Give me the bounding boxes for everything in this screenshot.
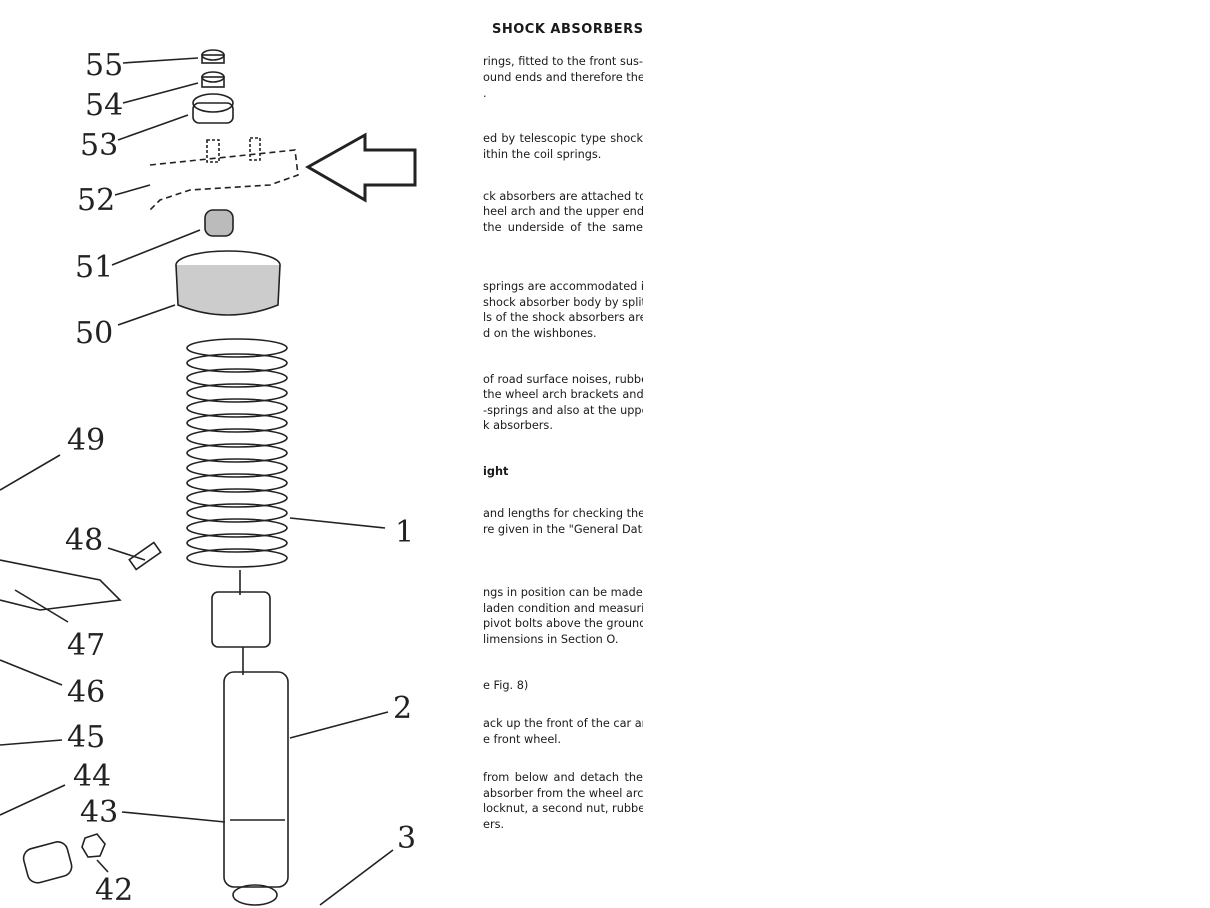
text-line: from below and detach the <box>483 771 643 784</box>
part-label: 48 <box>65 523 103 558</box>
part-label: 42 <box>95 873 133 908</box>
part-label: 51 <box>75 250 113 285</box>
text-line: ight <box>483 465 509 478</box>
text-line: and lengths for checking the <box>483 507 643 520</box>
text-line: ck absorbers are attached to <box>483 190 643 203</box>
spring-coil <box>186 443 288 463</box>
part-label: 43 <box>80 795 118 830</box>
text-line: e Fig. 8) <box>483 679 529 692</box>
part-label: 54 <box>85 88 123 123</box>
part-label: 49 <box>67 423 105 458</box>
spring-coil <box>186 548 288 568</box>
part-label: 55 <box>85 48 123 83</box>
text-line: ls of the shock absorbers are <box>483 311 643 324</box>
text-line: laden condition and measuring <box>483 602 643 615</box>
text-line: ack up the front of the car and <box>483 717 643 730</box>
spring-coil <box>186 368 288 388</box>
spring-coil <box>186 398 288 418</box>
spring-coil <box>186 353 288 373</box>
text-line: ound ends and therefore they <box>483 71 643 84</box>
text-line: the underside of the same <box>483 221 643 234</box>
text-line: ed by telescopic type shock <box>483 132 643 145</box>
text-line: heel arch and the upper ends <box>483 205 643 218</box>
text-line: pivot bolts above the ground. <box>483 617 643 630</box>
text-line: absorber from the wheel arch <box>483 787 643 800</box>
part-label: 47 <box>67 628 105 663</box>
text-line: ers. <box>483 818 505 831</box>
spring-coil <box>186 413 288 433</box>
part-label: 46 <box>67 675 105 710</box>
text-line: -springs and also at the upper <box>483 404 643 417</box>
text-line: locknut, a second nut, rubber <box>483 802 643 815</box>
section-title: SHOCK ABSORBERS <box>492 22 644 37</box>
text-line: d on the wishbones. <box>483 327 597 340</box>
spring-coil <box>186 383 288 403</box>
text-line: shock absorber body by split <box>483 296 643 309</box>
part-label: 52 <box>77 183 115 218</box>
spring-coil <box>186 473 288 493</box>
text-line: rings, fitted to the front sus- <box>483 55 643 68</box>
text-line: k absorbers. <box>483 419 553 432</box>
part-label: 45 <box>67 720 105 755</box>
spring-coil <box>186 488 288 508</box>
spring-coil <box>186 503 288 523</box>
part-label: 1 <box>395 515 414 550</box>
text-line: . <box>483 87 487 100</box>
text-line: the wheel arch brackets and <box>483 388 643 401</box>
part-label: 3 <box>397 821 416 856</box>
text-line: ngs in position can be made by <box>483 586 643 599</box>
spring-coil <box>186 338 288 358</box>
part-label: 2 <box>393 691 412 726</box>
text-line: of road surface noises, rubber <box>483 373 643 386</box>
text-line: limensions in Section O. <box>483 633 619 646</box>
spring-coil <box>186 518 288 538</box>
text-line: springs are accommodated in <box>483 280 643 293</box>
part-label: 53 <box>80 128 118 163</box>
text-line: e front wheel. <box>483 733 562 746</box>
part-label: 50 <box>75 316 113 351</box>
spring-coil <box>186 428 288 448</box>
text-line: re given in the "General Data <box>483 523 643 536</box>
spring-coil <box>186 458 288 478</box>
text-line: ithin the coil springs. <box>483 148 602 161</box>
spring-coil <box>186 533 288 553</box>
part-label: 44 <box>73 759 111 794</box>
